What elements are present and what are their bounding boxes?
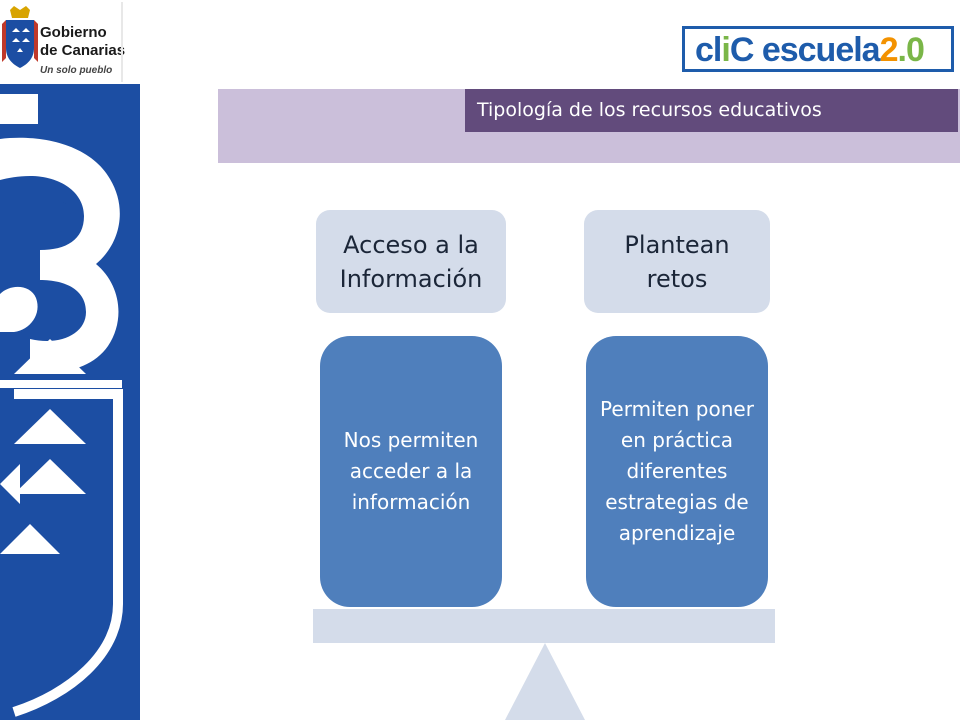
logo-part-escuela: escuela xyxy=(753,31,881,69)
logo-part-cl: cl xyxy=(695,31,722,69)
logo-part-i: i xyxy=(721,31,731,69)
description-box-challenges: Permiten poner en práctica diferentes es… xyxy=(586,336,768,607)
description-challenges-text: Permiten poner en práctica diferentes es… xyxy=(600,397,754,545)
clic-escuela-logo-text: cliC escuela2.0 xyxy=(695,30,925,70)
heading-challenges-label: Plantean retos xyxy=(624,230,730,293)
coat-of-arms-icon xyxy=(2,6,38,68)
government-name-line1: Gobierno xyxy=(40,24,107,41)
logo-divider xyxy=(121,2,123,82)
government-motto: Un solo pueblo xyxy=(40,65,113,76)
canarias-emblem-graphic xyxy=(0,94,123,717)
balance-fulcrum-triangle xyxy=(505,643,585,720)
heading-box-challenges: Plantean retos xyxy=(584,210,770,313)
logo-part-dot0: .0 xyxy=(897,31,925,69)
logo-part-c: C xyxy=(729,31,755,69)
government-logo: Gobierno de Canarias Un solo pueblo xyxy=(0,0,150,84)
logo-part-2: 2 xyxy=(879,31,899,69)
government-name-line2: de Canarias xyxy=(40,42,126,59)
description-access-information-text: Nos permiten acceder a la información xyxy=(343,428,479,514)
heading-box-access-information: Acceso a la Información xyxy=(316,210,506,313)
decorative-band xyxy=(0,84,140,720)
description-box-access-information: Nos permiten acceder a la información xyxy=(320,336,502,607)
balance-beam xyxy=(313,609,775,643)
page-title: Tipología de los recursos educativos xyxy=(465,89,958,132)
heading-access-information-label: Acceso a la Información xyxy=(339,230,483,293)
clic-escuela-logo: cliC escuela2.0 xyxy=(682,26,954,72)
